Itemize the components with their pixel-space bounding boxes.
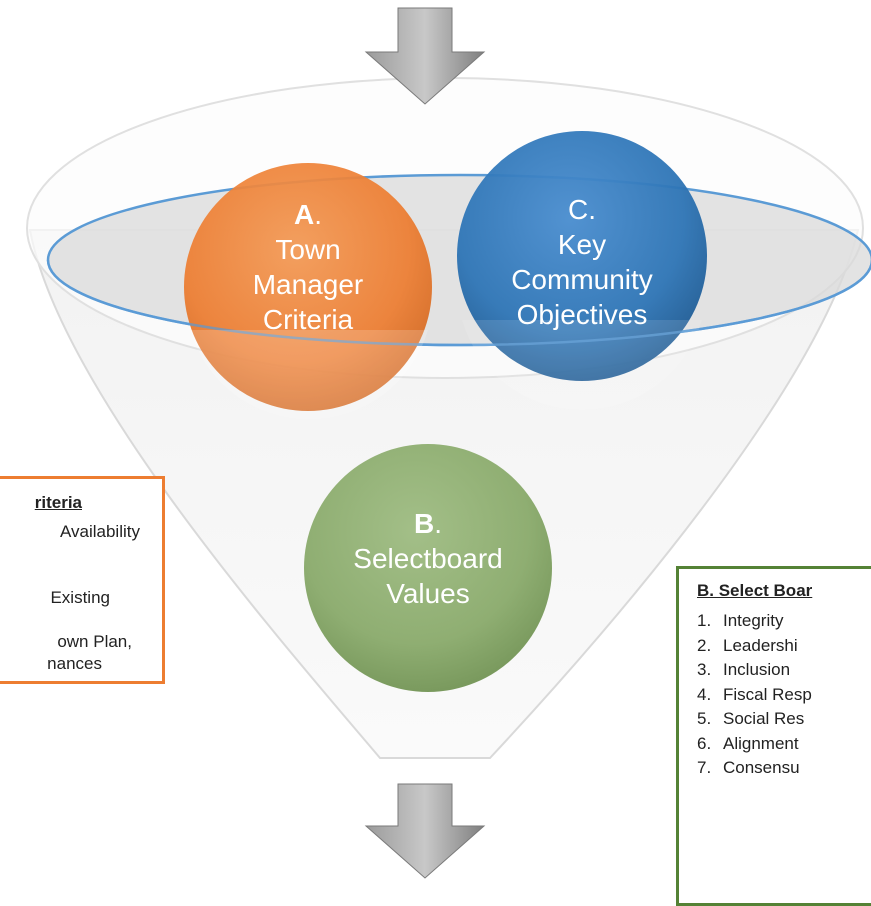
circle-b-line-1: Selectboard [353,543,503,574]
circle-c-letter: C. [568,194,596,225]
selectboard-values-box: B. Select Boar 1.Integrity 2.Leadershi 3… [676,566,871,906]
list-item: 5.Social Res [697,709,805,728]
circle-b-letter: B [413,508,435,539]
list-item: 4.Fiscal Resp [697,684,812,704]
town-manager-criteria-box: riteria Availability Existing own Plan, … [0,476,165,684]
circle-c-label: C. Key Community Objectives [482,192,682,332]
bottom-arrow-icon [364,783,486,879]
left-box-line-7: nances [47,654,102,673]
list-item: 1.Integrity [697,611,784,630]
circle-b-label: B. Selectboard Values [338,506,518,611]
circle-a-line-1: Town [275,234,341,265]
right-box-title: B. Select Boar [697,581,813,600]
circle-b-selectboard [304,444,552,692]
circle-c-line-2: Community [511,264,653,295]
circle-b-line-2: Values [386,578,470,609]
circle-c-line-1: Key [557,229,607,260]
list-item: 6.Alignment [697,733,799,753]
circle-c-line-3: Objectives [516,299,648,330]
circle-a-punct: . [314,199,322,230]
circle-a-letter: A [293,199,315,230]
left-box-line-1: Availability [59,522,140,541]
circle-c-community-objectives [457,131,707,381]
list-item: 3.Inclusion [697,660,791,679]
left-box-title: riteria [34,493,82,512]
circle-b-punct: . [434,508,442,539]
selectboard-values-list: 1.Integrity 2.Leadershi 3.Inclusion 4.Fi… [697,609,871,781]
circle-a-line-2: Manager [252,269,364,300]
circle-a-town-manager [184,163,432,411]
circle-a-line-3: Criteria [262,304,354,335]
list-item: 7.Consensu [697,758,800,777]
top-arrow-icon [364,7,486,105]
circle-a-label: A. Town Manager Criteria [218,197,398,337]
list-item: 2.Leadershi [697,635,798,655]
left-box-line-6: own Plan, [57,632,132,651]
left-box-line-4: Existing [50,588,110,607]
